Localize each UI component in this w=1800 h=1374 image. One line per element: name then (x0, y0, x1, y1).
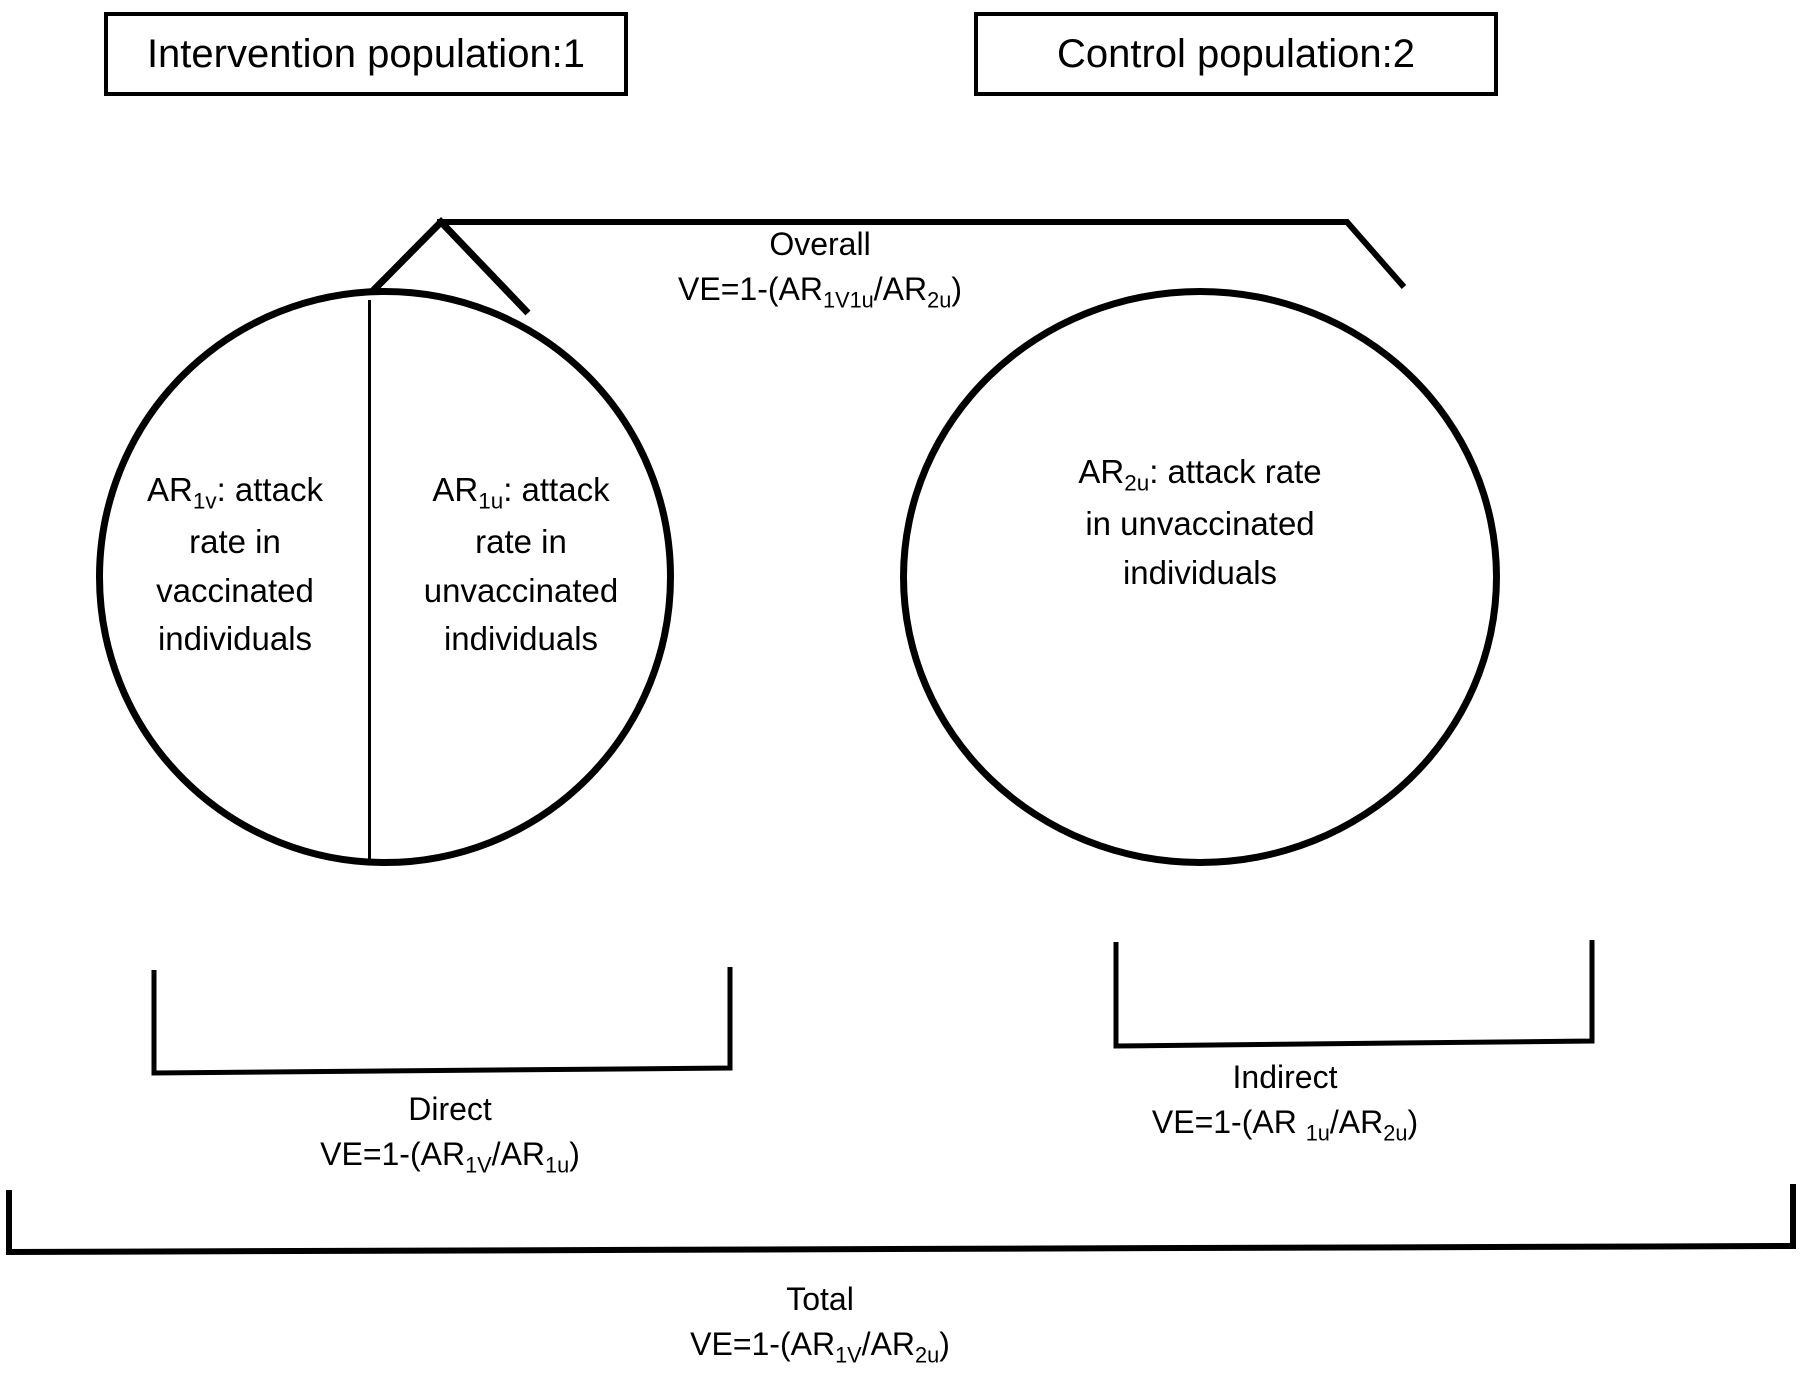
intervention-circle (96, 288, 674, 866)
indirect-formula: VE=1-(AR 1u/AR2u) (1151, 1103, 1419, 1146)
total-formula: VE=1-(AR1V/AR2u) (690, 1325, 950, 1368)
intervention-circle-divider (368, 300, 371, 860)
control-population-box: Control population:2 (974, 12, 1498, 96)
control-circle (900, 288, 1500, 866)
total-bracket (6, 1184, 1796, 1256)
direct-formula: VE=1-(AR1V/AR1u) (320, 1135, 580, 1178)
direct-label: Direct (408, 1091, 492, 1127)
total-label: Total (786, 1281, 854, 1317)
indirect-bracket (1113, 940, 1595, 1049)
overall-formula: VE=1-(AR1V1u/AR2u) (678, 270, 962, 313)
indirect-label: Indirect (1232, 1059, 1338, 1095)
control-population-label: Control population:2 (1056, 32, 1416, 76)
indirect-measure: Indirect VE=1-(AR 1u/AR2u) (1070, 1055, 1500, 1149)
overall-label: Overall (769, 226, 871, 262)
intervention-population-label: Intervention population:1 (146, 32, 586, 76)
intervention-population-box: Intervention population:1 (104, 12, 628, 96)
direct-bracket (151, 967, 733, 1076)
direct-measure: Direct VE=1-(AR1V/AR1u) (240, 1087, 660, 1181)
overall-measure: Overall VE=1-(AR1V1u/AR2u) (585, 222, 1055, 316)
total-measure: Total VE=1-(AR1V/AR2u) (620, 1277, 1020, 1371)
